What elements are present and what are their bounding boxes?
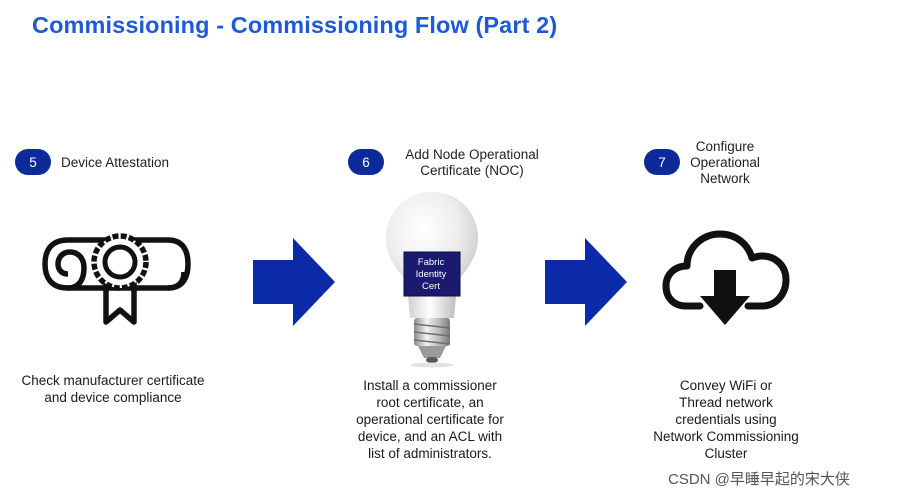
arrow-right-icon (545, 238, 627, 326)
cloud-download-icon (662, 228, 792, 328)
step-5-label: Device Attestation (61, 155, 170, 170)
step-7-label: Configure Operational Network (690, 139, 760, 186)
step-7-badge: 7 (644, 149, 680, 175)
watermark: CSDN @早睡早起的宋大侠 (668, 471, 850, 488)
certificate-scroll-icon (40, 232, 192, 328)
step-7-description: Convey WiFi or Thread network credential… (653, 378, 799, 461)
step-6-label: Add Node Operational Certificate (NOC) (405, 147, 539, 178)
bulb-label-text: Fabric Identity Cert (415, 257, 447, 292)
step-5-description: Check manufacturer certificate and devic… (21, 373, 205, 405)
light-bulb-icon (384, 190, 480, 368)
step-6-badge: 6 (348, 149, 384, 175)
arrow-right-icon (253, 238, 335, 326)
step-5-badge: 5 (15, 149, 51, 175)
step-6-description: Install a commissioner root certificate,… (356, 378, 504, 461)
page-title: Commissioning - Commissioning Flow (Part… (32, 12, 558, 38)
